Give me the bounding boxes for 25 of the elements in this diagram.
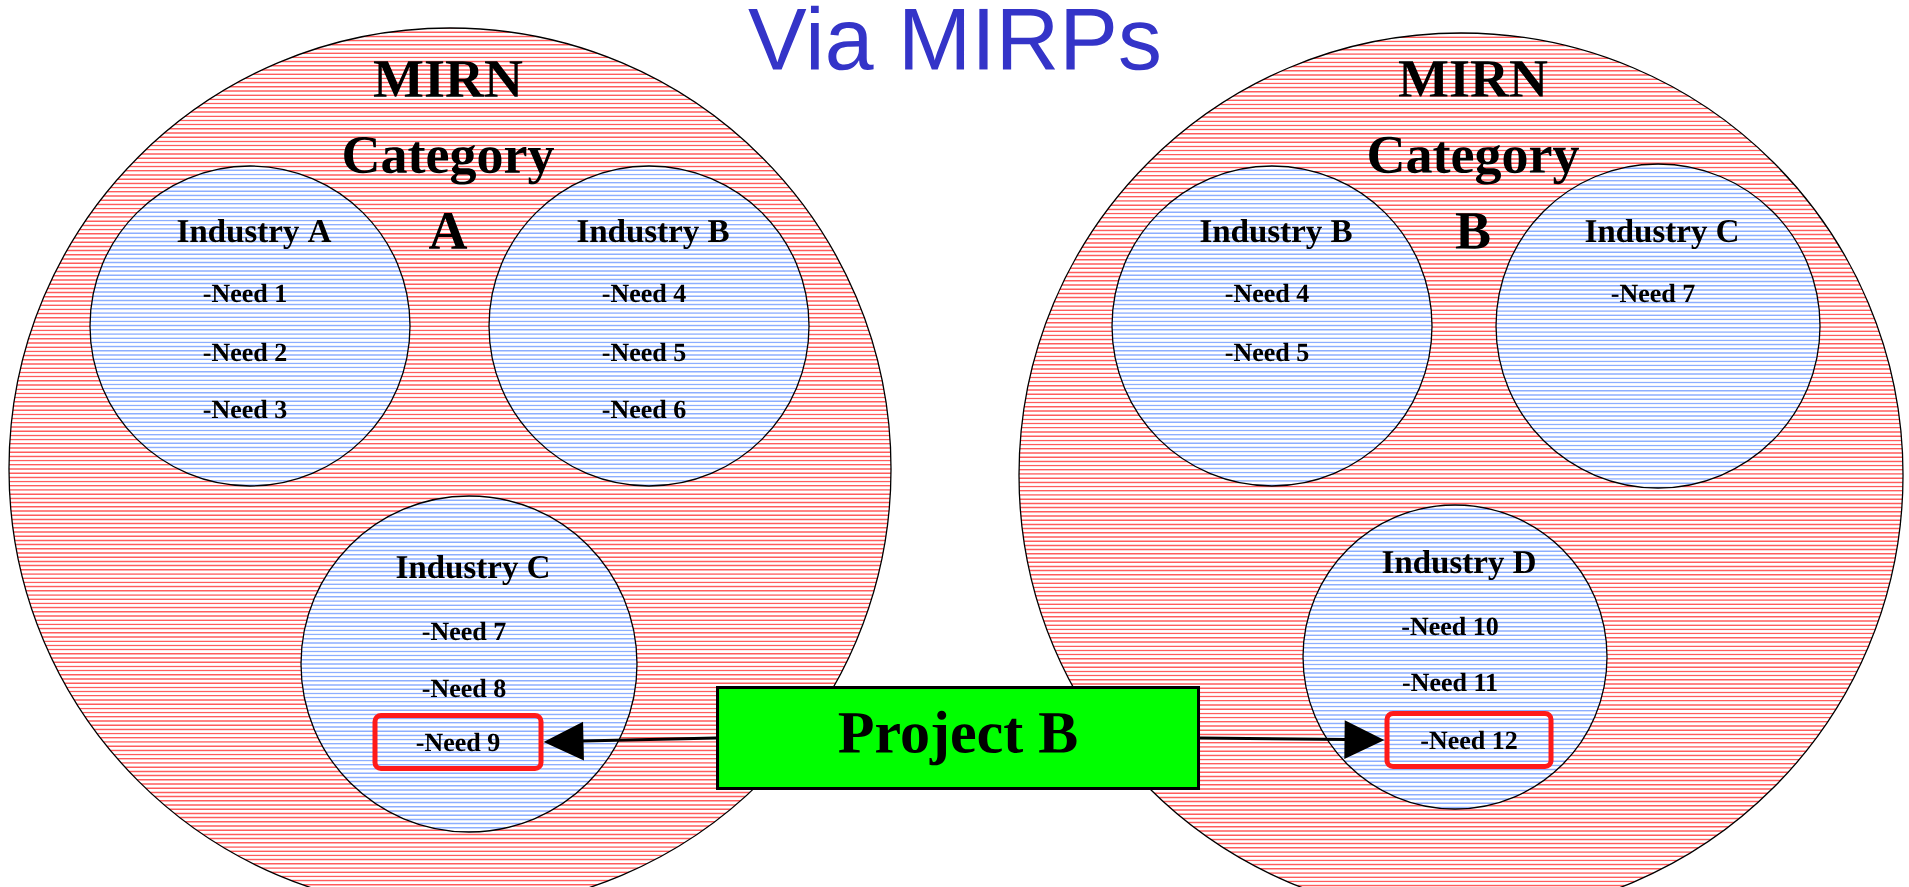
need-label: -Need 6 xyxy=(602,399,686,419)
industry-circle xyxy=(300,495,638,833)
need-label: -Need 10 xyxy=(1402,616,1498,636)
industry-heading: Industry C xyxy=(1585,219,1737,249)
industry-heading: Industry B xyxy=(577,219,729,249)
need-label: -Need 11 xyxy=(1402,672,1497,692)
need-label: -Need 4 xyxy=(1225,283,1309,303)
need-label: -Need 5 xyxy=(1225,342,1309,362)
highlight-box: -Need 12 xyxy=(1384,711,1554,769)
need-label: -Need 5 xyxy=(602,342,686,362)
industry-heading: Industry B xyxy=(1200,219,1352,249)
need-label: -Need 7 xyxy=(422,621,506,641)
industry-heading: Industry A xyxy=(177,219,332,249)
title: Via MIRPs xyxy=(748,5,1159,71)
highlight-box: -Need 9 xyxy=(372,713,544,771)
project-box: Project B xyxy=(716,686,1200,790)
industry-heading: Industry D xyxy=(1382,550,1535,580)
industry-heading: Industry C xyxy=(396,555,548,585)
need-label: -Need 8 xyxy=(422,678,506,698)
need-label: -Need 4 xyxy=(602,283,686,303)
need-label: -Need 3 xyxy=(203,399,287,419)
need-label: -Need 1 xyxy=(203,283,286,303)
industry-circle xyxy=(1302,504,1608,810)
need-label: -Need 2 xyxy=(203,342,287,362)
need-label: -Need 7 xyxy=(1611,283,1695,303)
